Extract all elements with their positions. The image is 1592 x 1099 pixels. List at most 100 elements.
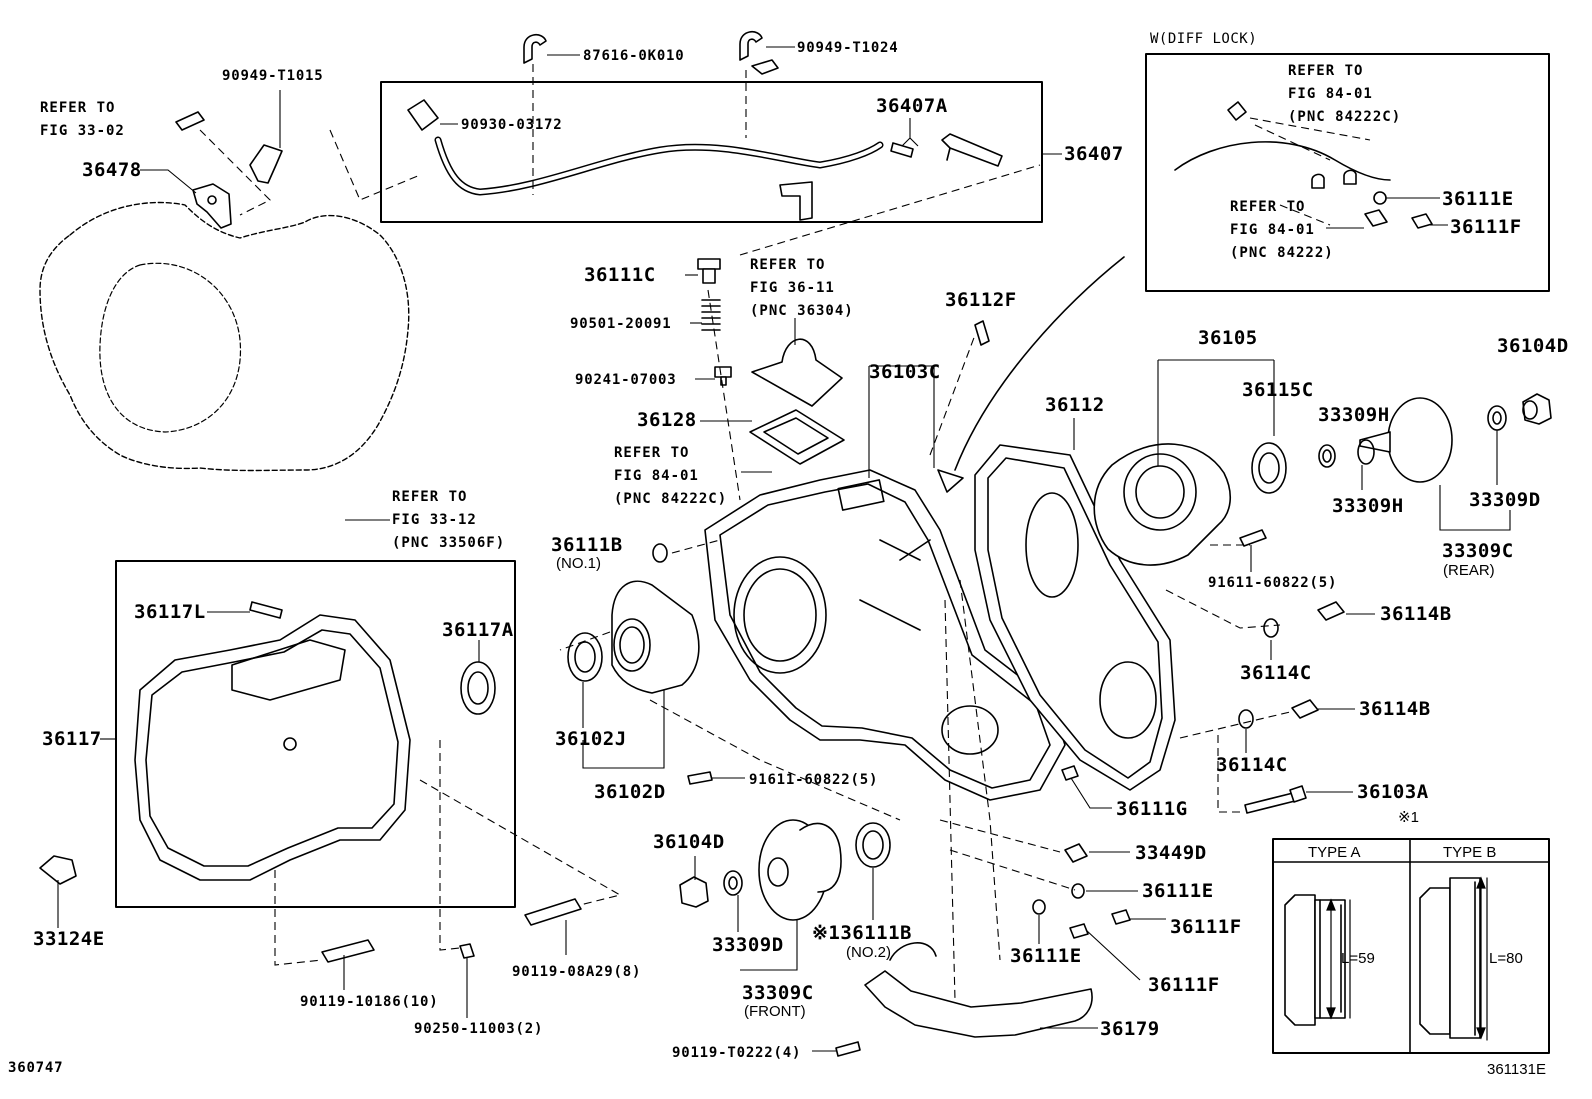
label-36102j: 36102J — [555, 728, 627, 750]
ref-fig-36-11: REFER TO FIG 36-11 (PNC 36304) — [750, 257, 854, 319]
label-36117l: 36117L — [134, 601, 206, 623]
type-table-col-a: TYPE A — [1308, 844, 1361, 861]
label-33309c-front-note: (FRONT) — [744, 1003, 806, 1020]
label-36111e-b: 36111E — [1010, 945, 1082, 967]
rear-housing-36105 — [1093, 443, 1231, 566]
dashed-guide-18 — [439, 740, 461, 951]
label-90949-t1024: 90949-T1024 — [797, 40, 899, 56]
label-36111f-a: 36111F — [1170, 916, 1242, 938]
bolt-91611-b — [687, 771, 713, 785]
label-36115c: 36115C — [1242, 379, 1314, 401]
leader-36102d — [582, 690, 665, 769]
dashed-guide-20 — [939, 819, 1061, 853]
label-33309d-front: 33309D — [712, 934, 784, 956]
type-b-drawing — [1419, 877, 1488, 1041]
dashed-guide-3 — [329, 129, 421, 201]
type-table — [1272, 838, 1550, 1054]
screw-90241 — [714, 366, 732, 386]
diff-lock-ref-b: REFER TO FIG 84-01 (PNC 84222) — [1230, 199, 1334, 261]
dashed-guide-21 — [949, 849, 1076, 891]
label-36111b-no1: 36111B — [551, 534, 623, 556]
label-36111e-inset: 36111E — [1442, 188, 1514, 210]
label-36179: 36179 — [1100, 1018, 1160, 1040]
bolt-33-02 — [175, 111, 205, 131]
dashed-guide-10 — [649, 699, 901, 821]
spring-90501 — [701, 299, 721, 331]
label-90241: 90241-07003 — [575, 372, 677, 388]
dashed-guide-14 — [1217, 735, 1245, 813]
adapter-housing-36117 — [134, 614, 411, 881]
oil-seal-36111b-no2 — [855, 822, 891, 868]
transfer-case-body — [704, 469, 1066, 801]
label-36102d: 36102D — [594, 781, 666, 803]
cover-36304 — [751, 338, 843, 407]
label-33124e: 33124E — [33, 928, 105, 950]
washer-36111e-b — [1032, 899, 1046, 915]
dashed-guide-9 — [559, 631, 611, 651]
label-36111e-a: 36111E — [1142, 880, 1214, 902]
label-36103a: 36103A — [1357, 781, 1429, 803]
dashed-guide-6 — [707, 289, 741, 501]
figure-id: 360747 — [8, 1060, 64, 1076]
dashed-guide-13 — [1179, 711, 1291, 739]
label-36114b-a: 36114B — [1380, 603, 1452, 625]
ref-fig-33-12: REFER TO FIG 33-12 (PNC 33506F) — [392, 489, 506, 551]
companion-flange-rear — [1357, 397, 1453, 483]
label-90250: 90250-11003(2) — [414, 1021, 544, 1037]
plug-36111g — [1061, 765, 1079, 781]
type-a-dimension: L=59 — [1341, 950, 1375, 967]
label-36407a: 36407A — [876, 95, 948, 117]
label-36111g: 36111G — [1116, 798, 1188, 820]
plug-36111b-no1 — [652, 543, 668, 563]
breather-hose-box — [380, 81, 1043, 223]
label-33309c-front: 33309C — [742, 982, 814, 1004]
dashed-guide-8 — [671, 539, 721, 554]
label-36111b-no1-note: (NO.1) — [556, 555, 601, 572]
washer-36111e — [1071, 883, 1085, 899]
extension-housing-36102d — [611, 580, 700, 694]
dashed-guide-7 — [929, 334, 976, 456]
dashed-guide-15 — [959, 579, 1001, 961]
breather-plug-36112f — [974, 320, 990, 346]
label-90119-t0222: 90119-T0222(4) — [672, 1045, 802, 1061]
hose-clip-90949-t1015 — [249, 144, 283, 184]
label-36103c: 36103C — [869, 361, 941, 383]
diff-lock-parts — [1174, 101, 1433, 229]
stud-36117l — [249, 601, 283, 619]
label-36478: 36478 — [82, 159, 142, 181]
label-87616: 87616-0K010 — [583, 48, 685, 64]
plug-36114b-a — [1317, 601, 1345, 621]
diff-lock-title: W(DIFF LOCK) — [1150, 31, 1258, 47]
oil-seal-36102j — [567, 632, 603, 682]
diff-lock-inset-box — [1145, 53, 1550, 292]
nut-36104d-rear — [1522, 393, 1552, 425]
label-36117a: 36117A — [442, 619, 514, 641]
label-36104d-front: 36104D — [653, 831, 725, 853]
label-90501: 90501-20091 — [570, 316, 672, 332]
dashed-guide-5 — [739, 164, 1041, 256]
label-36117: 36117 — [42, 728, 102, 750]
plug-36114b-b — [1291, 699, 1319, 719]
pin-90250 — [459, 943, 475, 959]
washer-33309h-a — [1318, 444, 1336, 468]
leader-33309c-f — [740, 920, 798, 971]
breather-hose-assembly — [407, 99, 1003, 221]
label-36112f: 36112F — [945, 289, 1017, 311]
label-90930: 90930-03172 — [461, 117, 563, 133]
label-33309d-rear: 33309D — [1469, 489, 1541, 511]
bolt-36111f — [1111, 909, 1131, 925]
label-36105: 36105 — [1198, 327, 1258, 349]
label-36114c-a: 36114C — [1240, 662, 1312, 684]
type-a-drawing — [1284, 894, 1351, 1026]
dimension-arrows — [1326, 876, 1486, 1040]
bolt-36111f-b — [1069, 923, 1089, 939]
leader-33309c-r — [1439, 485, 1511, 531]
bolt-91611-a — [1239, 529, 1267, 547]
label-33449d: 33449D — [1135, 842, 1207, 864]
washer-33309d-front — [723, 870, 743, 896]
label-33309c-rear: 33309C — [1442, 540, 1514, 562]
label-36112: 36112 — [1045, 394, 1105, 416]
bolt-90119-t0222 — [835, 1041, 861, 1057]
ref-fig-33-02: REFER TO FIG 33-02 — [40, 100, 125, 139]
